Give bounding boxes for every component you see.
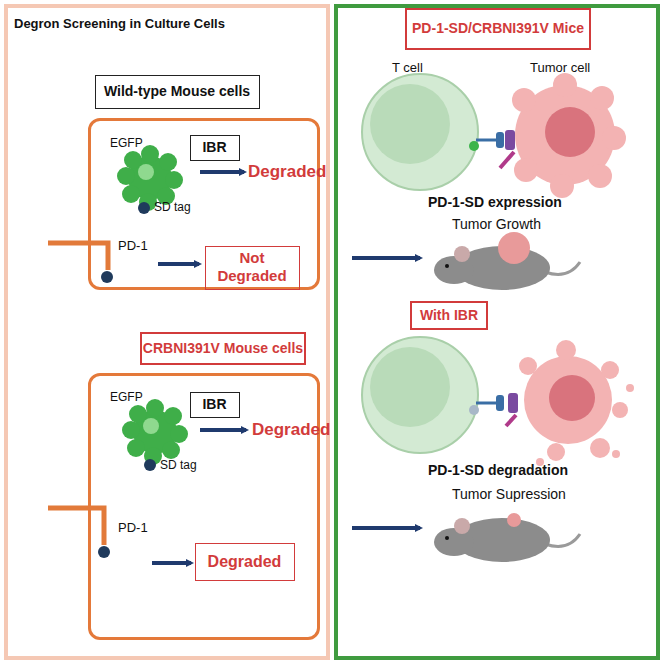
arrow [200,170,244,174]
arrow [152,561,191,565]
pd1-receptor [48,243,108,270]
left-panel: Degron Screening in Culture CellsWild-ty… [4,4,330,660]
result-box: Not Degraded [205,246,300,290]
scene-heading: PD-1-SD degradation [428,462,628,479]
cell-box: EGFP Degraded SD tagPD-1 IBR Not Degraded [88,118,320,290]
arrow [352,256,420,260]
box-label: Wild-type Mouse cells [95,83,260,100]
arrow [200,428,246,432]
label-box: CRBNI391V Mouse cells [140,332,306,365]
cell-box: EGFPDegradedSD tagPD-1IBRDegraded [88,373,320,640]
drug-box: IBR [190,135,240,161]
tumor-cell-dying [519,340,634,466]
mouse [434,232,580,290]
protein-label: PD-1 [118,238,168,254]
result-box: Degraded [195,543,295,581]
pd1-receptor [48,508,104,545]
sd-tag-dot [144,459,156,471]
cell-label: Tumor cell [530,60,620,76]
sd-tag-dot [98,546,110,558]
box-label: CRBNI391V Mouse cells [140,340,306,357]
drug-box: IBR [190,392,240,418]
label-box: PD-1-SD/CRBNI391V Mice [405,8,591,50]
cell-label: T cell [392,60,462,76]
outcome-label: Tumor Growth [452,216,612,233]
box-label: With IBR [410,307,488,324]
protein-label: PD-1 [118,520,168,536]
label-box: With IBR [410,301,488,330]
label-box: Wild-type Mouse cells [95,75,260,109]
arrow [352,526,420,530]
drug-label: IBR [190,139,240,156]
outcome-label: Tumor Supression [452,486,612,503]
panel-title: Degron Screening in Culture Cells [14,16,314,32]
t-cell [362,337,478,453]
receptor-pair [469,130,515,168]
scene-heading: PD-1-SD expression [428,194,628,211]
drug-label: IBR [190,396,240,413]
sd-tag-dot [101,271,113,283]
protein-label: EGFP [110,390,170,404]
tag-label: SD tag [154,200,214,214]
result-label: Degraded [252,420,327,440]
tumor-cell [512,73,626,198]
t-cell [362,74,478,190]
egfp-blob [122,399,188,465]
result-label: Not Degraded [205,249,300,285]
arrow [158,262,199,266]
result-label: Degraded [248,162,323,182]
sd-tag-dot [138,202,150,214]
mouse [434,513,580,562]
box-label: PD-1-SD/CRBNI391V Mice [405,20,591,37]
receptor-pair [469,393,518,426]
tag-label: SD tag [160,458,220,472]
right-panel: T cell Tumor cellPD-1-SD expressionTumor … [334,4,660,660]
result-label: Degraded [195,552,295,571]
protein-label: EGFP [110,136,170,150]
